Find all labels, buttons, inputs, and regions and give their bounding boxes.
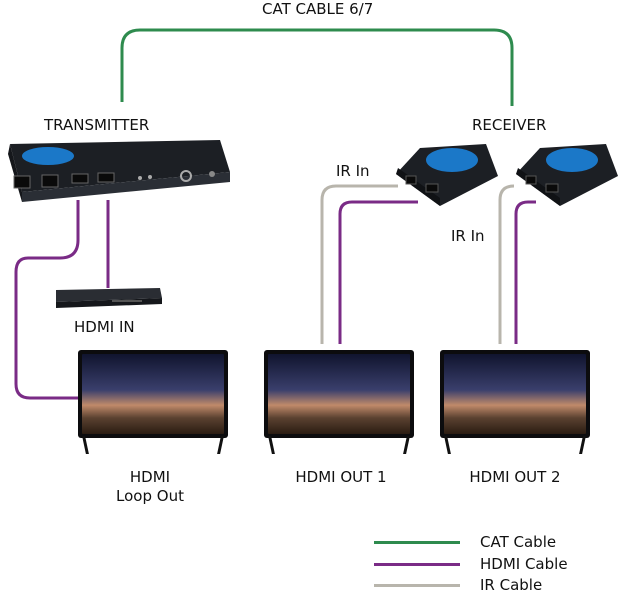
ir-cable-line-2 — [498, 184, 515, 344]
legend-ir-swatch — [374, 584, 460, 587]
cat-cable-title: CAT CABLE 6/7 — [262, 0, 374, 18]
ir-in-label-1: IR In — [336, 162, 370, 180]
cat-cable-line — [120, 28, 514, 106]
television-icon-out2 — [440, 350, 590, 455]
tv-loop-out-label-line1: HDMI — [129, 468, 171, 486]
tv-loop-out-label: HDMI Loop Out — [100, 468, 200, 506]
tv-out2-label: HDMI OUT 2 — [469, 468, 561, 486]
transmitter-label: TRANSMITTER — [44, 116, 150, 134]
ir-cable-line-1 — [320, 184, 398, 344]
legend-hdmi-label: HDMI Cable — [480, 555, 568, 573]
television-icon-loop-out — [78, 350, 228, 455]
hdmi-in-label: HDMI IN — [74, 318, 135, 336]
hdmi-out1-cable-line — [338, 200, 418, 344]
hdmi-out2-cable-line — [514, 200, 536, 344]
hdmi-extender-transmitter-icon — [8, 140, 230, 202]
blu-ray-player-icon — [56, 288, 162, 308]
television-icon-out1 — [264, 350, 414, 455]
hdmi-extender-receiver-icon-1 — [396, 144, 498, 206]
legend-cat-label: CAT Cable — [480, 533, 557, 551]
legend-hdmi-swatch — [374, 563, 460, 566]
ir-in-label-2: IR In — [451, 227, 485, 245]
legend-cat-swatch — [374, 541, 460, 544]
receiver-label: RECEIVER — [472, 116, 547, 134]
hdmi-loop-cable-line — [14, 200, 80, 400]
tv-loop-out-label-line2: Loop Out — [116, 487, 184, 505]
hdmi-extender-receiver-icon-2 — [516, 144, 618, 206]
tv-out1-label: HDMI OUT 1 — [295, 468, 387, 486]
legend-ir-label: IR Cable — [480, 576, 543, 594]
